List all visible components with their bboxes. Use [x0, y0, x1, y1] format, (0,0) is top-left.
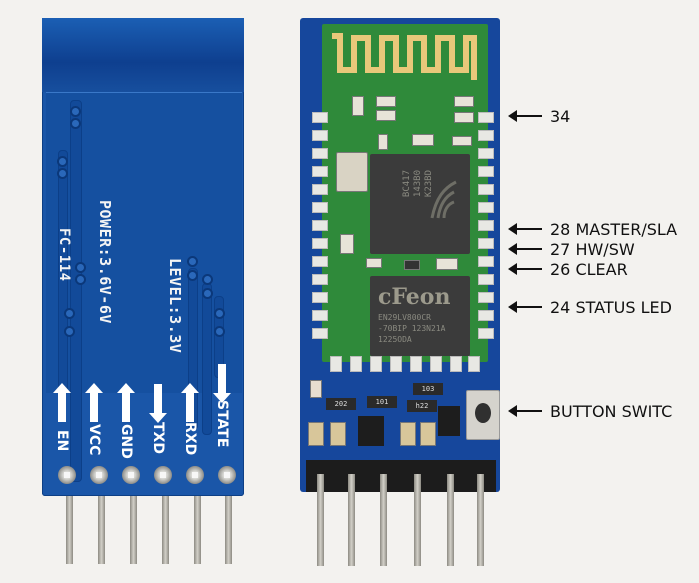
via: [187, 270, 198, 281]
via: [214, 326, 225, 337]
arrow-down-icon: [149, 384, 167, 423]
chip-marking: EN29LV800CR -70BIP 123N21A 1225ODA: [378, 313, 446, 344]
arrow-left-icon: [508, 301, 542, 313]
level-spec-label: LEVEL:3.3V: [166, 258, 184, 354]
pcb-trace: [202, 283, 212, 435]
flash-memory-chip: cFeon EN29LV800CR -70BIP 123N21A 1225ODA: [370, 276, 470, 356]
via: [70, 118, 81, 129]
arrow-up-icon: [117, 383, 135, 422]
via: [64, 308, 75, 319]
arrow-up-icon: [85, 383, 103, 422]
header-pin: [98, 496, 105, 564]
solder-pad: [90, 466, 108, 484]
smd-transistor: [412, 134, 434, 146]
arrow-left-icon: [508, 263, 542, 275]
header-pin: [348, 474, 355, 566]
smd-capacitor: [378, 134, 388, 150]
solder-pad: [154, 466, 172, 484]
pin-label-rxd: RXD: [182, 422, 198, 456]
flash-brand: cFeon: [378, 284, 451, 310]
antenna-area: [42, 18, 244, 92]
via: [70, 106, 81, 117]
header-pin: [414, 474, 421, 566]
button-cap: [475, 403, 491, 423]
pcb-antenna-icon: [332, 33, 477, 80]
header-pin: [380, 474, 387, 566]
via: [202, 274, 213, 285]
status-led: [310, 380, 322, 398]
solder-pad: [122, 466, 140, 484]
header-pin: [477, 474, 484, 566]
arrow-up-icon: [53, 383, 71, 422]
model-label: FC-114: [56, 228, 72, 282]
smd-resistor: [376, 96, 396, 107]
smd-resistor: [454, 96, 474, 107]
smd-capacitor: [330, 422, 346, 446]
annotation-pin-28: 28 MASTER/SLA: [508, 219, 677, 239]
smd-resistor: [454, 112, 474, 123]
smd-capacitor: [400, 422, 416, 446]
header-pin: [317, 474, 324, 566]
via: [187, 256, 198, 267]
smd-capacitor: [340, 234, 354, 254]
pin-label-vcc: VCC: [86, 424, 102, 456]
arrow-up-icon: [181, 383, 199, 422]
pin-label-en: EN: [54, 430, 70, 452]
resistor-101: 101: [367, 396, 397, 408]
resistor-202: 202: [326, 398, 356, 410]
resistor-h22: h22: [407, 400, 437, 412]
csr-logo-icon: [430, 180, 457, 219]
smd-diode: [438, 406, 460, 436]
annotation-pin-26: 26 CLEAR: [508, 259, 628, 279]
bluetooth-chip-bc417: BC417 143B0 K23BD: [370, 154, 470, 254]
smd-capacitor: [436, 258, 458, 270]
via: [57, 168, 68, 179]
pin-label-gnd: GND: [118, 424, 134, 459]
button-switch[interactable]: [466, 390, 500, 440]
smd-resistor: [366, 258, 382, 268]
via: [57, 156, 68, 167]
solder-pad: [186, 466, 204, 484]
arrow-left-icon: [508, 405, 542, 417]
annotation-pin-34: 34: [508, 106, 570, 126]
pin-label-state: STATE: [214, 400, 230, 448]
annotation-pin-27: 27 HW/SW: [508, 239, 635, 259]
annotation-button-switch: BUTTON SWITC: [508, 401, 672, 421]
smd-capacitor: [352, 96, 364, 116]
smd-diode: [404, 260, 420, 270]
pcb-trace: [70, 100, 82, 482]
via: [75, 262, 86, 273]
via: [64, 326, 75, 337]
header-pin: [162, 496, 169, 564]
module-back-side: FC-114 POWER:3.6V-6V LEVEL:3.3V EN VCC G…: [42, 18, 244, 496]
resistor-103: 103: [413, 383, 443, 395]
smd-capacitor: [308, 422, 324, 446]
pcb-trace: [188, 268, 198, 430]
solder-pad: [218, 466, 236, 484]
arrow-left-icon: [508, 223, 542, 235]
solder-pad: [58, 466, 76, 484]
via: [75, 274, 86, 285]
arrow-left-icon: [508, 243, 542, 255]
smd-resistor: [376, 110, 396, 121]
header-pin: [225, 496, 232, 564]
smd-capacitor: [420, 422, 436, 446]
pin-header: [306, 460, 496, 492]
header-pin: [447, 474, 454, 566]
arrow-left-icon: [508, 110, 542, 122]
header-pin: [66, 496, 73, 564]
voltage-regulator: [358, 416, 384, 446]
via: [202, 288, 213, 299]
pin-label-txd: TXD: [150, 422, 166, 454]
smd-resistor: [452, 136, 472, 146]
header-pin: [194, 496, 201, 564]
via: [214, 308, 225, 319]
header-pin: [130, 496, 137, 564]
arrow-down-icon: [213, 364, 231, 403]
annotation-pin-24: 24 STATUS LED: [508, 297, 672, 317]
crystal-oscillator: [336, 152, 368, 192]
power-spec-label: POWER:3.6V-6V: [96, 200, 114, 324]
